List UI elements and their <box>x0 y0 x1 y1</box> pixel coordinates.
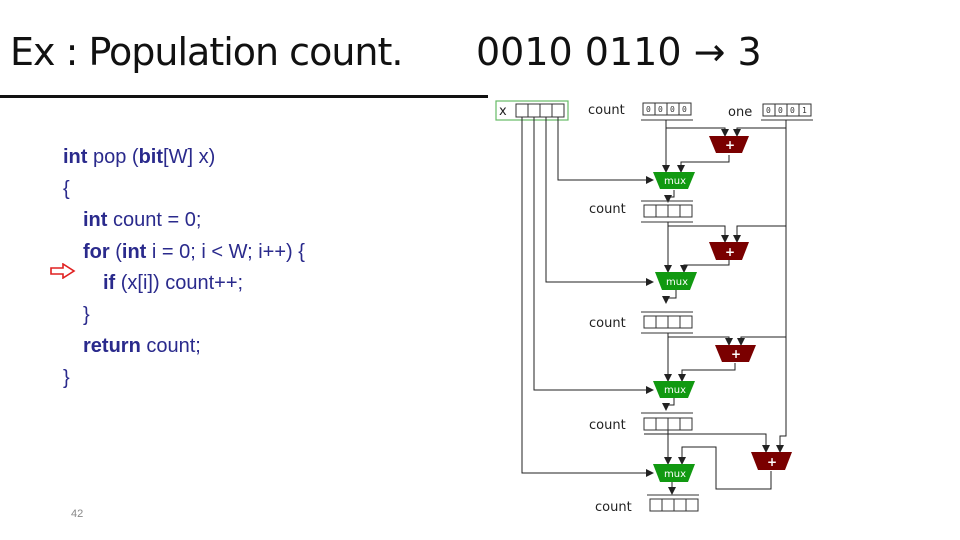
count-label-0: count <box>588 103 625 118</box>
mux-3 <box>653 381 695 398</box>
count-register-init: 0 0 0 0 <box>641 102 693 121</box>
svg-text:0: 0 <box>682 105 687 114</box>
count-register-2 <box>641 311 693 334</box>
one-bus-wires <box>733 120 787 453</box>
svg-text:0: 0 <box>646 105 651 114</box>
stage-4 <box>644 430 772 495</box>
count-register-1 <box>641 200 693 223</box>
title-divider <box>0 95 488 98</box>
slide-title: Ex : Population count. <box>10 30 403 74</box>
stage-3 <box>662 333 736 411</box>
svg-text:+: + <box>725 138 735 152</box>
adder-1 <box>709 136 749 153</box>
x-label: x <box>499 104 507 119</box>
count-register-3 <box>641 412 693 431</box>
adder-2 <box>709 242 749 260</box>
code-line-7: return count; <box>83 335 201 357</box>
code-line-3: int count = 0; <box>83 209 202 231</box>
code-line-2: { <box>63 177 70 200</box>
stage-1 <box>662 120 730 203</box>
stage-2 <box>662 222 730 304</box>
svg-text:0: 0 <box>658 105 663 114</box>
svg-text:+: + <box>731 347 741 361</box>
mux-1 <box>653 172 695 189</box>
page-number: 42 <box>71 508 84 520</box>
code-line-4: for (int i = 0; i < W; i++) { <box>83 240 305 263</box>
count-label-1: count <box>589 202 626 217</box>
svg-text:mux: mux <box>664 385 686 396</box>
mux-2 <box>655 272 697 290</box>
one-label: one <box>728 105 752 120</box>
count-label-2: count <box>589 316 626 331</box>
code-line-5: if (x[i]) count++; <box>103 272 244 294</box>
code-line-8: } <box>63 366 70 389</box>
svg-text:0: 0 <box>670 105 675 114</box>
code-line-6: } <box>83 303 90 326</box>
adder-3 <box>715 345 756 362</box>
count-label-final: count <box>595 500 632 515</box>
x-bit-cells <box>515 103 565 118</box>
svg-text:+: + <box>725 245 735 259</box>
svg-text:0: 0 <box>778 106 783 115</box>
code-line-1: int pop (bit[W] x) <box>63 146 216 168</box>
svg-text:mux: mux <box>664 469 686 480</box>
svg-text:+: + <box>767 455 777 469</box>
mux-4 <box>653 464 695 482</box>
count-label-3: count <box>589 418 626 433</box>
example-equation: 0010 0110 → 3 <box>476 30 762 74</box>
one-register: 0 0 0 1 <box>761 103 813 121</box>
svg-text:0: 0 <box>790 106 795 115</box>
count-register-final <box>647 494 699 512</box>
x-bit-wires <box>521 117 654 477</box>
svg-text:mux: mux <box>664 176 686 187</box>
svg-text:mux: mux <box>666 277 688 288</box>
adder-4 <box>751 452 792 470</box>
current-line-arrow-icon <box>50 263 76 279</box>
svg-text:0: 0 <box>766 106 771 115</box>
x-register: x <box>495 100 569 121</box>
svg-text:1: 1 <box>802 106 807 115</box>
code-block: int pop (bit[W] x) { int count = 0; for … <box>63 142 305 394</box>
